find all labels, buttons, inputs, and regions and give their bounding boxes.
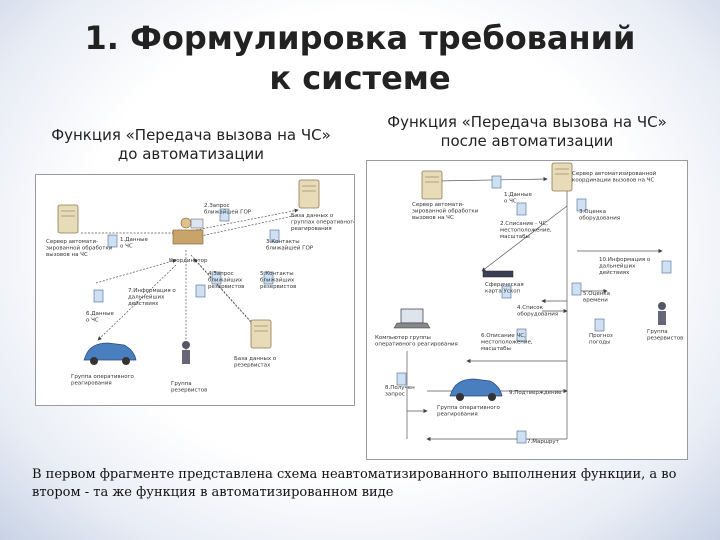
slide-title-line2: к системе <box>269 59 451 97</box>
document-icon <box>516 430 527 444</box>
document-icon <box>516 328 527 342</box>
document-icon <box>491 175 502 189</box>
document-icon <box>396 372 407 386</box>
subtitle-before: Функция «Передача вызова на ЧС» до автом… <box>36 126 346 164</box>
document-icon <box>501 285 512 299</box>
reserve-person-icon <box>658 302 666 325</box>
db-reserve-icon <box>250 319 272 349</box>
server-left-icon <box>421 170 443 200</box>
laptop-icon <box>393 308 431 329</box>
document-icon <box>594 318 605 332</box>
coordinator-icon <box>172 217 204 245</box>
document-icon <box>195 284 206 298</box>
document-icon <box>211 271 222 285</box>
document-icon <box>263 271 274 285</box>
document-icon <box>93 289 104 303</box>
label-step6: 6.Описание ЧС,местоположение,масштабы <box>481 333 533 352</box>
label-step9: 9.Подтверждение <box>509 390 562 396</box>
label-coordinator: Координатор <box>169 258 208 264</box>
document-icon <box>661 260 672 274</box>
slide-caption: В первом фрагменте представлена схема не… <box>32 467 677 500</box>
subtitle-before-line1: Функция «Передача вызова на ЧС» <box>51 126 331 144</box>
slide-title: 1. Формулировка требований к системе <box>0 18 720 98</box>
reserve-person-icon <box>182 341 190 364</box>
document-icon <box>576 198 587 212</box>
subtitle-after-line2: после автоматизации <box>440 132 614 150</box>
document-icon <box>107 234 118 248</box>
document-icon <box>219 208 230 222</box>
document-icon <box>571 282 582 296</box>
subtitle-after: Функция «Передача вызова на ЧС» после ав… <box>372 113 682 151</box>
label-step2: 2.Списание - ЧС,местоположение,масштабы <box>500 221 552 240</box>
document-icon <box>516 202 527 216</box>
label-step7: 7.Маршрут <box>527 439 560 445</box>
server-left-icon <box>57 204 79 234</box>
db-groups-icon <box>298 179 320 209</box>
server-top-icon <box>551 162 573 192</box>
car-icon <box>449 378 503 401</box>
car-icon <box>83 342 137 365</box>
document-icon <box>269 229 280 243</box>
slide-title-line1: 1. Формулировка требований <box>84 19 636 57</box>
subtitle-after-line1: Функция «Передача вызова на ЧС» <box>387 113 667 131</box>
subtitle-before-line2: до автоматизации <box>117 145 265 163</box>
terrain-map-icon <box>482 270 514 278</box>
